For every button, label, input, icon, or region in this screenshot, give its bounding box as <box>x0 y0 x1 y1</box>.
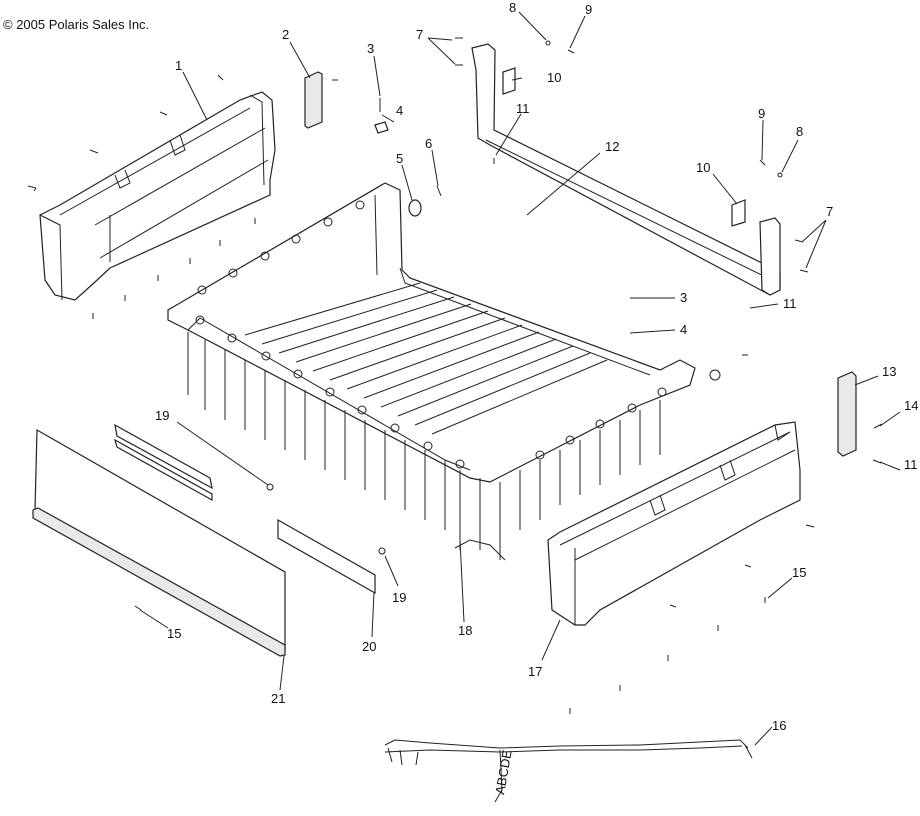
copyright-notice: © 2005 Polaris Sales Inc. <box>3 17 150 32</box>
callout-4-right: 4 <box>680 322 687 337</box>
callout-5: 5 <box>396 151 403 166</box>
callout-3-top: 3 <box>367 41 374 56</box>
callout-11-top: 11 <box>516 101 530 116</box>
cargo-box-tub <box>167 182 748 561</box>
callout-11-lower: 11 <box>904 457 918 472</box>
trim-strip <box>277 518 386 595</box>
callout-19-right: 19 <box>392 590 406 605</box>
leader-lines <box>139 11 901 746</box>
wire-harness: ABCDE <box>384 739 753 803</box>
callout-3-right: 3 <box>680 290 687 305</box>
callout-17: 17 <box>528 664 542 679</box>
callout-7-right: 7 <box>826 204 833 219</box>
callout-7-left: 7 <box>416 27 423 42</box>
callout-21: 21 <box>271 691 285 706</box>
tailgate-panel <box>32 423 286 657</box>
frame-hardware <box>455 37 809 273</box>
center-hardware <box>374 98 442 217</box>
callout-13: 13 <box>882 364 896 379</box>
callout-1: 1 <box>175 58 182 73</box>
panel-fasteners <box>27 74 256 319</box>
rear-bumper-pad <box>837 371 883 457</box>
callout-8-top: 8 <box>509 0 516 15</box>
right-side-panel <box>547 421 801 626</box>
callout-18: 18 <box>458 623 472 638</box>
front-frame-bar <box>471 43 781 296</box>
harness-connector-label: ABCDE <box>492 748 515 795</box>
callout-2: 2 <box>282 27 289 42</box>
side-panel-fasteners <box>569 459 882 714</box>
callout-20: 20 <box>362 639 376 654</box>
callout-10-top: 10 <box>547 70 561 85</box>
callout-4-top: 4 <box>396 103 403 118</box>
callout-15-right: 15 <box>792 565 806 580</box>
callout-14: 14 <box>904 398 918 413</box>
callout-8-right: 8 <box>796 124 803 139</box>
bumper-pad <box>304 71 338 129</box>
callout-9-top: 9 <box>585 2 592 17</box>
callout-9-right: 9 <box>758 106 765 121</box>
callout-16: 16 <box>772 718 786 733</box>
callout-12: 12 <box>605 139 619 154</box>
callout-numbers: 1 2 3 4 5 6 7 8 9 10 11 12 10 9 8 7 3 11… <box>155 0 918 733</box>
callout-10-right: 10 <box>696 160 710 175</box>
callout-15-left: 15 <box>167 626 181 641</box>
callout-6: 6 <box>425 136 432 151</box>
callout-11-right: 11 <box>783 296 797 311</box>
left-side-panel <box>39 91 276 301</box>
callout-19-left: 19 <box>155 408 169 423</box>
